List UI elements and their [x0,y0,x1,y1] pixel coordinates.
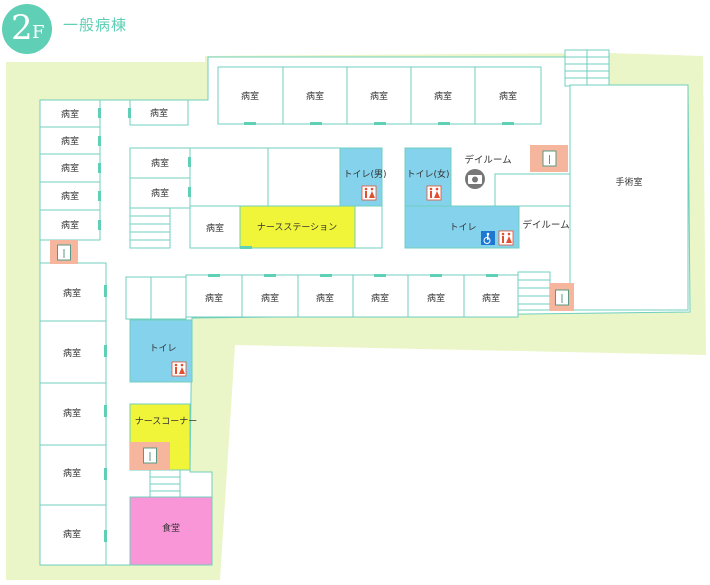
ward-left-4: 病室 [39,181,101,211]
floor-title: 一般病棟 [63,16,128,34]
svg-text:手術室: 手術室 [615,176,642,188]
svg-text:トイレ: トイレ [449,223,476,233]
svg-text:病室: 病室 [63,528,81,540]
toilet-lower: トイレ [129,319,193,383]
svg-text:病室: 病室 [61,162,79,174]
svg-text:病室: 病室 [150,107,168,119]
svg-text:トイレ(女): トイレ(女) [406,168,449,180]
svg-text:トイレ: トイレ [149,344,176,354]
ward-left-10: 病室 [39,504,107,566]
floor-letter: F [32,22,45,43]
svg-text:病室: 病室 [151,187,169,199]
floor-number: 2 [11,8,33,48]
svg-text:ナースステーション: ナースステーション [257,222,337,233]
elevator-icon [50,240,78,264]
svg-text:病室: 病室 [61,219,79,231]
camera-icon[interactable] [465,169,485,189]
toilet-men: トイレ(男) [339,147,387,207]
stairs-lower-right [517,271,551,311]
elevator-icon [550,283,574,311]
ward-left-3: 病室 [39,153,101,183]
ward-row-1: 病室 [185,274,243,318]
toilet-women: トイレ(女) [404,147,452,207]
svg-text:病室: 病室 [63,407,81,419]
ward-row-4: 病室 [352,274,409,318]
svg-text:トイレ(男): トイレ(男) [343,169,386,180]
svg-text:病室: 病室 [151,157,169,169]
svg-text:病室: 病室 [434,90,452,102]
ward-inner-2: 病室 [129,177,191,209]
toilet-accessible: トイレ [404,205,520,249]
ward-upper-corridor: 病室 [129,99,189,126]
svg-text:病室: 病室 [482,292,500,304]
wheelchair-icon [481,231,495,245]
elevator-icon [530,145,568,172]
svg-text:病室: 病室 [61,108,79,120]
stairs-lower-left [149,469,181,498]
ward-top-4: 病室 [410,66,476,125]
floor-badge: 2 F [2,4,52,54]
svg-text:病室: 病室 [371,292,389,304]
svg-text:病室: 病室 [427,292,445,304]
svg-text:ナースコーナー: ナースコーナー [135,416,198,427]
elevator-icon [130,442,170,470]
dayroom-label-2: デイルーム [522,219,569,231]
restroom-icon [426,185,442,201]
svg-text:病室: 病室 [61,135,79,147]
dayroom-nook [494,173,571,207]
svg-text:病室: 病室 [306,90,324,102]
svg-text:病室: 病室 [63,347,81,359]
ward-row-5: 病室 [407,274,465,318]
inner-room-c [354,205,383,249]
inner-room-a [189,147,269,207]
inner-room-b [267,147,341,207]
ward-left-8: 病室 [39,382,107,446]
ward-left-2: 病室 [39,126,101,155]
svg-text:病室: 病室 [499,90,517,102]
svg-text:病室: 病室 [63,467,81,479]
svg-text:食堂: 食堂 [162,522,180,534]
restroom-icon [171,361,187,377]
ward-inner-3: 病室 [189,205,241,249]
svg-text:病室: 病室 [61,190,79,202]
operating-room: 手術室 [569,84,689,311]
stairs-top-right [564,49,610,87]
stairs-inner [129,207,171,249]
dayroom-label-1: デイルーム [464,154,511,166]
ward-left-5: 病室 [39,209,101,241]
ward-row-6: 病室 [463,274,519,318]
restroom-icon [498,230,514,246]
ward-left-6: 病室 [39,262,107,322]
svg-text:病室: 病室 [241,90,259,102]
ward-inner-1: 病室 [129,147,191,179]
ward-top-5: 病室 [474,66,542,125]
ward-left-1: 病室 [39,99,101,128]
svg-text:病室: 病室 [63,287,81,299]
ward-top-3: 病室 [346,66,412,125]
svg-text:病室: 病室 [205,292,223,304]
ward-top-2: 病室 [282,66,348,125]
ward-left-7: 病室 [39,320,107,384]
corridor-room-a [125,276,152,320]
ward-row-3: 病室 [297,274,354,318]
nurse-station: ナースステーション [239,205,356,249]
dining-room: 食堂 [129,496,213,566]
ward-left-9: 病室 [39,444,107,506]
ward-top-1: 病室 [217,66,284,125]
svg-text:病室: 病室 [370,90,388,102]
door-marks [98,108,514,542]
svg-text:病室: 病室 [261,292,279,304]
svg-text:病室: 病室 [206,222,224,234]
corridor-room-b [150,276,187,320]
restroom-icon [361,185,377,201]
ward-row-2: 病室 [241,274,299,318]
svg-text:病室: 病室 [316,292,334,304]
